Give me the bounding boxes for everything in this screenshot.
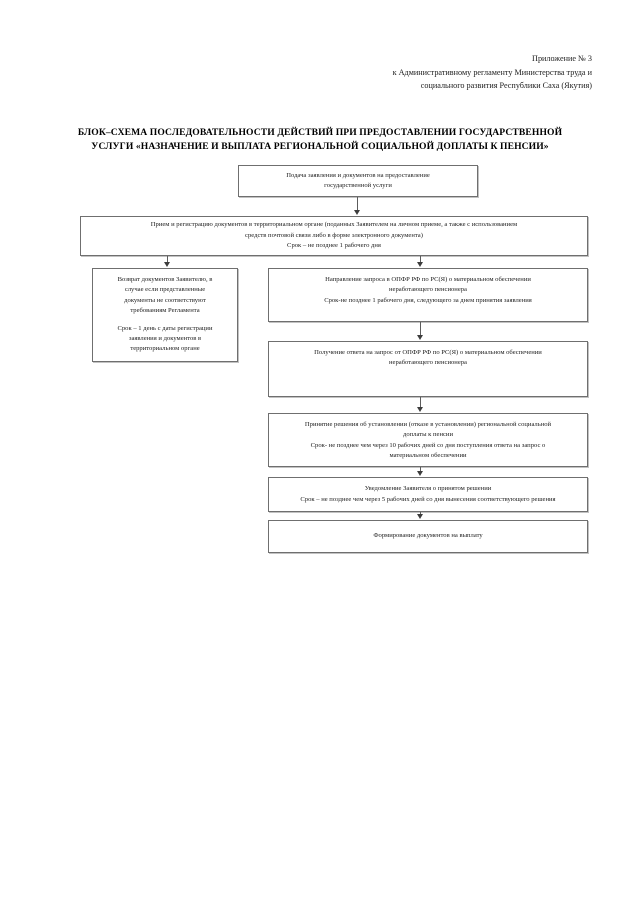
flow-node-return-documents-line-7: территориальном органе [130, 345, 200, 353]
flow-node-decision-line-3: Срок- не позднее чем через 10 рабочих дн… [310, 441, 546, 449]
flow-node-application: Подача заявления и документов на предост… [238, 165, 478, 197]
flow-node-return-documents-line-4: требованиям Регламента [130, 307, 200, 315]
flow-node-application-text: Подача заявления и документов на предост… [239, 171, 477, 192]
flow-node-return-documents-line-1: Возврат документов Заявителю, в [117, 276, 213, 283]
arrowhead-icon-request-to-response [417, 335, 423, 340]
flow-node-payment-documents: Формирование документов на выплату [268, 520, 588, 553]
flow-node-return-documents-text: Возврат документов Заявителю, в случае е… [93, 269, 237, 355]
connector-decision-to-notification [420, 467, 421, 472]
flow-node-request-opfr-line-2: неработающего пенсионера [389, 286, 467, 294]
appendix-regulation-line-2: социального развития Республики Саха (Як… [420, 81, 592, 91]
page-title: БЛОК–СХЕМА ПОСЛЕДОВАТЕЛЬНОСТИ ДЕЙСТВИЙ П… [70, 126, 570, 153]
flow-node-notification-line-2: Срок – не позднее чем через 5 рабочих дн… [300, 495, 556, 503]
page-title-line-2: УСЛУГИ «НАЗНАЧЕНИЕ И ВЫПЛАТА РЕГИОНАЛЬНО… [91, 140, 549, 152]
arrowhead-icon-decision-to-notification [417, 471, 423, 476]
flow-node-return-documents-line-5: Срок – 1 день с даты регистрации [117, 324, 213, 332]
flow-node-decision-line-4: материальном обеспечении [389, 452, 467, 460]
connector-application-to-registration [357, 197, 358, 211]
flow-node-registration: Прием и регистрацию документов в террито… [80, 216, 588, 256]
flow-node-return-documents: Возврат документов Заявителю, в случае е… [92, 268, 238, 362]
flow-node-request-opfr-line-1: Направление запроса в ОПФР РФ по РС(Я) о… [325, 276, 531, 283]
appendix-reference: Приложение № 3 к Административному регла… [300, 52, 592, 93]
arrowhead-icon-notification-to-payment [417, 514, 423, 519]
flow-node-application-line-1: Подача заявления и документов на предост… [286, 171, 430, 179]
connector-registration-to-request [420, 256, 421, 263]
flow-node-return-documents-line-3: документы не соответствуют [124, 296, 206, 304]
flow-node-decision-line-1: Принятие решения об установлении (отказе… [304, 421, 552, 428]
flow-node-decision-text: Принятие решения об установлении (отказе… [269, 414, 587, 462]
flow-node-notification: Уведомление Заявителя о принятом решении… [268, 477, 588, 512]
flow-node-request-opfr: Направление запроса в ОПФР РФ по РС(Я) о… [268, 268, 588, 322]
connector-request-to-response [420, 322, 421, 336]
flow-node-request-opfr-line-3: Срок-не позднее 1 рабочего дня, следующе… [324, 296, 532, 304]
flow-node-payment-documents-line-1: Формирование документов на выплату [373, 532, 483, 540]
flow-node-response-received-line-1: Получение ответа на запрос от ОПФР РФ по… [314, 349, 542, 356]
connector-registration-to-return [167, 256, 168, 263]
flow-node-request-opfr-text: Направление запроса в ОПФР РФ по РС(Я) о… [269, 269, 587, 306]
flow-node-application-line-2: государственной услуги [324, 182, 392, 189]
flow-node-registration-line-2: средств почтовой связи либо в форме элек… [245, 231, 423, 239]
flow-node-response-received: Получение ответа на запрос от ОПФР РФ по… [268, 341, 588, 397]
flow-node-response-received-line-2: неработающего пенсионера [389, 359, 467, 367]
flow-node-notification-text: Уведомление Заявителя о принятом решении… [269, 484, 587, 505]
page-title-line-1: БЛОК–СХЕМА ПОСЛЕДОВАТЕЛЬНОСТИ ДЕЙСТВИЙ П… [77, 127, 563, 138]
flow-node-return-documents-line-6: заявления и документов в [128, 335, 202, 343]
appendix-regulation-line-1: к Административному регламенту Министерс… [392, 67, 592, 77]
arrowhead-icon-registration-to-return [164, 262, 170, 267]
flow-node-payment-documents-text: Формирование документов на выплату [269, 531, 587, 541]
flow-node-return-documents-line-2: случае если представленные [124, 286, 206, 294]
arrowhead-icon-application-to-registration [354, 210, 360, 215]
flow-node-response-received-text: Получение ответа на запрос от ОПФР РФ по… [269, 342, 587, 369]
flow-node-decision: Принятие решения об установлении (отказе… [268, 413, 588, 467]
flow-node-registration-line-3: Срок – не позднее 1 рабочего дня [287, 242, 381, 250]
flow-node-registration-line-1: Прием и регистрацию документов в террито… [150, 221, 518, 229]
appendix-number: Приложение № 3 [532, 54, 592, 63]
connector-response-to-decision [420, 397, 421, 408]
flow-node-decision-line-2: доплаты к пенсии [402, 431, 453, 439]
flow-node-registration-text: Прием и регистрацию документов в террито… [81, 220, 587, 251]
arrowhead-icon-response-to-decision [417, 407, 423, 412]
arrowhead-icon-registration-to-request [417, 262, 423, 267]
flow-node-notification-line-1: Уведомление Заявителя о принятом решении [364, 485, 492, 493]
connector-notification-to-payment [420, 512, 421, 515]
